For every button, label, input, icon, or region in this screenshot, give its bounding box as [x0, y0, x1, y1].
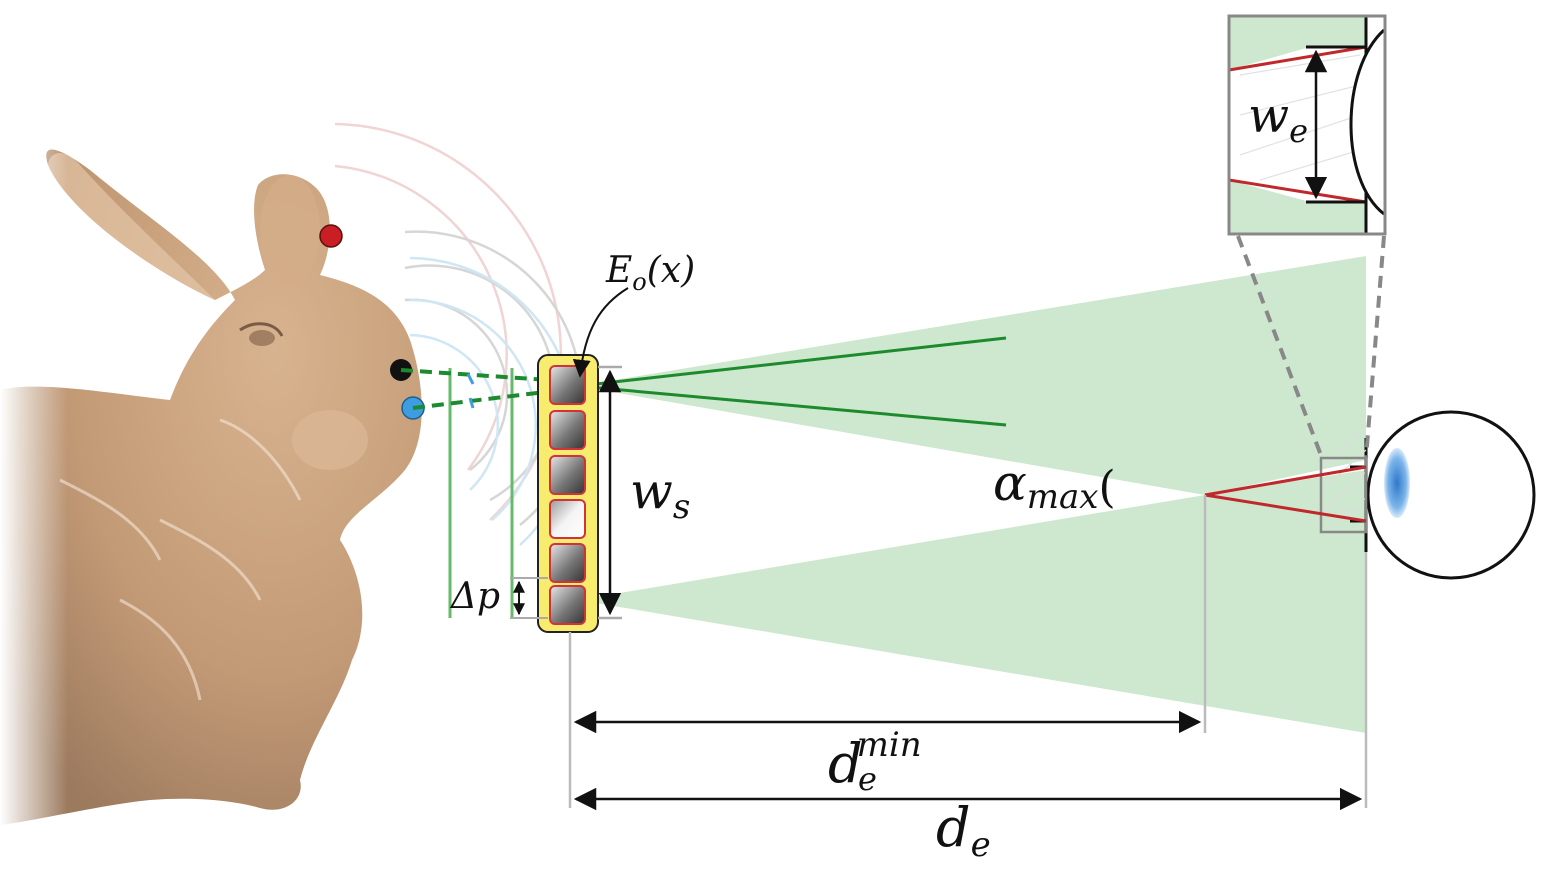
eye-illustration: [1366, 410, 1536, 580]
display-panel: [537, 354, 599, 633]
label-emitter: Eo(x): [605, 250, 695, 296]
frustum-upper: [578, 256, 1366, 495]
label-dmin-sub: e: [858, 760, 877, 798]
wavefronts: [334, 122, 583, 546]
frustum-lower: [578, 470, 1366, 733]
label-eye-width: we: [1248, 88, 1308, 150]
pixel-cell: [549, 455, 586, 495]
label-screen-width: ws: [630, 462, 690, 527]
bunny-illustration: [0, 130, 422, 850]
ray-ticks: [466, 373, 475, 409]
ray-green-upper: [577, 336, 1007, 388]
pointer-emitter: [572, 287, 629, 378]
pixel-cell: [549, 499, 586, 539]
label-pixel-pitch: Δp: [449, 576, 500, 617]
ray-green-lower: [577, 384, 1007, 427]
label-alpha-max: αmax(: [993, 454, 1116, 517]
label-dmin: dmin: [828, 725, 922, 795]
zoom-connector-right: [1364, 235, 1386, 459]
pixel-cell: [549, 585, 586, 625]
ray-dashed-black: [400, 368, 579, 384]
inset-zoom: [1227, 14, 1387, 236]
point-source-red: [319, 224, 343, 248]
cornea: [1384, 448, 1410, 518]
label-de: de: [936, 796, 991, 865]
pixel-cell: [549, 410, 586, 450]
pixel-cell: [549, 543, 586, 583]
